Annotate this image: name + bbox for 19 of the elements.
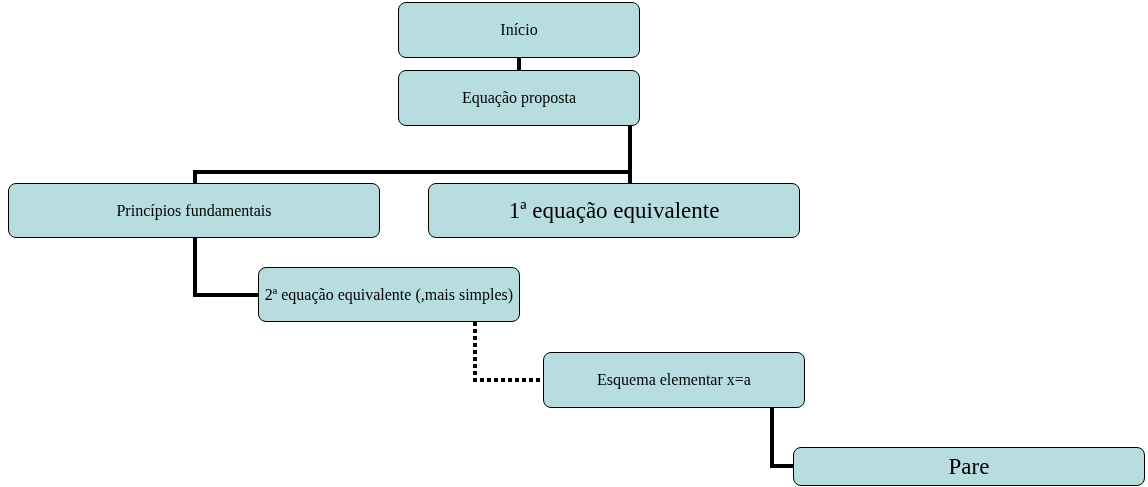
connector (770, 408, 793, 468)
node-label: Pare (948, 453, 990, 480)
connector (628, 126, 632, 183)
node-label: Início (500, 21, 538, 39)
process-box (8, 183, 380, 238)
dashed-connector (473, 322, 543, 382)
node-label: 2ª equação equivalente (,mais simples) (264, 285, 514, 304)
node-label: Princípios fundamentais (116, 201, 272, 220)
connector (517, 58, 521, 70)
process-box (543, 352, 805, 408)
connector (193, 238, 258, 297)
process-box (398, 2, 640, 58)
node-label: Esquema elementar x=a (597, 371, 751, 389)
process-box (398, 70, 640, 126)
node-label: 1ª equação equivalente (508, 197, 720, 224)
node-label: Equação proposta (461, 89, 577, 107)
process-box (258, 267, 520, 322)
process-box (428, 183, 800, 238)
process-box (793, 447, 1145, 486)
